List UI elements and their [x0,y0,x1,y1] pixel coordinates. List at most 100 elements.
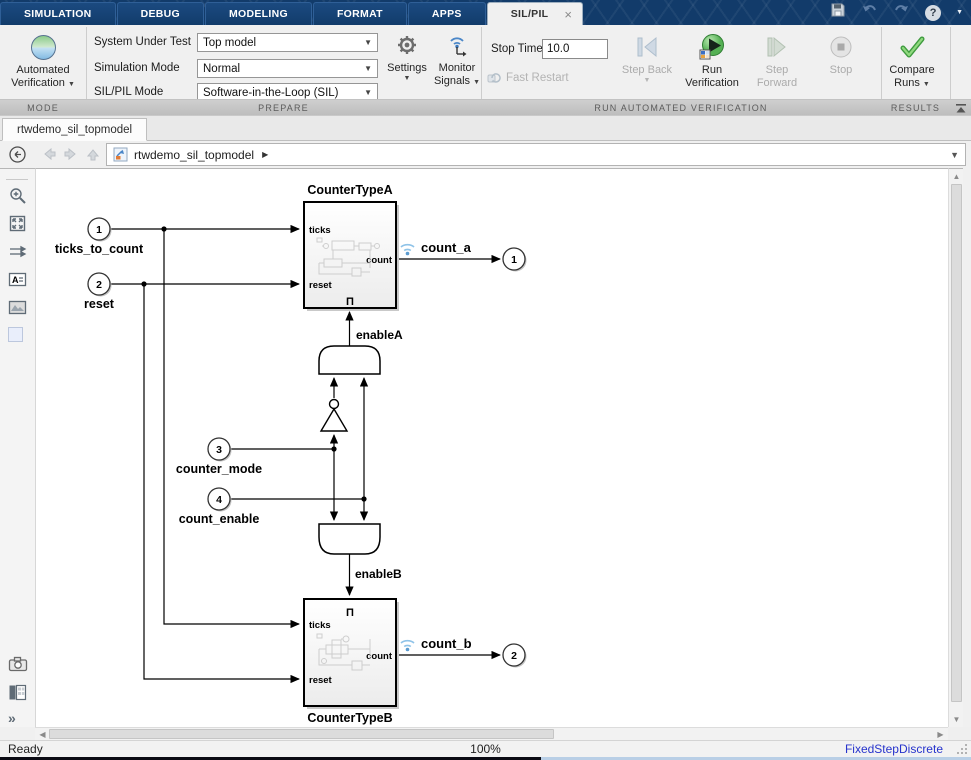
screenshot-camera-icon[interactable] [8,655,28,678]
stop-button[interactable]: Stop [813,33,869,77]
signal-label-count-b[interactable]: count_b [421,636,472,651]
quick-access-menu-caret[interactable]: ▼ [956,9,963,16]
solver-name[interactable]: FixedStepDiscrete [844,742,943,756]
breadcrumb-dropdown-icon[interactable]: ▼ [950,149,959,160]
up-arrow-icon[interactable] [85,146,101,167]
hide-explorer-icon[interactable] [9,146,26,168]
block-b-title: CounterTypeB [307,711,392,725]
settings-button[interactable]: Settings ▼ [385,31,429,83]
forward-arrow-icon[interactable] [63,146,79,167]
horizontal-scrollbar[interactable]: ◀ ▶ [35,727,948,740]
tab-simulation[interactable]: SIMULATION [0,2,116,25]
back-arrow-icon[interactable] [41,146,57,167]
inport-3-label: counter_mode [176,462,262,476]
close-tab-icon[interactable]: × [564,6,573,22]
scroll-left-icon[interactable]: ◀ [39,730,46,739]
caret-down-icon: ▼ [473,78,481,86]
inport-1[interactable]: 1 ticks_to_count [55,217,144,256]
signal-label-enable-b[interactable]: enableB [355,567,402,581]
system-under-test-dropdown[interactable]: Top model ▼ [197,33,378,52]
outport-2-number: 2 [511,650,517,662]
compare-runs-button[interactable]: Compare Runs ▼ [884,33,940,90]
block-a-reset-port: reset [309,280,333,291]
ribbon-section-row: MODE PREPARE RUN AUTOMATED VERIFICATION … [0,99,971,115]
breadcrumb-caret-icon[interactable]: ▶ [262,150,269,159]
sil-pil-mode-dropdown[interactable]: Software-in-the-Loop (SIL) ▼ [197,83,378,102]
signal-logging-dot [405,251,410,256]
inport-4-number: 4 [216,494,222,506]
outport-2[interactable]: 2 [502,643,527,668]
simulation-mode-dropdown[interactable]: Normal ▼ [197,59,378,78]
fast-restart-button[interactable]: Fast Restart [487,71,569,85]
tab-sil-pil-label: SIL/PIL [510,8,549,20]
undo-icon[interactable] [861,3,878,23]
help-icon[interactable]: ? [925,4,942,21]
signal-label-count-a[interactable]: count_a [421,240,472,255]
area-box-icon[interactable] [8,327,23,342]
fast-restart-label: Fast Restart [506,72,569,84]
block-b-content-preview [316,633,371,671]
compare-runs-check-icon [899,33,925,61]
block-counter-type-a[interactable]: CounterTypeA ticks reset count Π [303,183,399,311]
breadcrumb[interactable]: rtwdemo_sil_topmodel ▶ ▼ [106,143,966,166]
fit-to-view-icon[interactable] [8,214,27,238]
document-tab[interactable]: rtwdemo_sil_topmodel [2,118,148,141]
model-canvas[interactable]: 1 ticks_to_count 2 reset 3 counter_mode … [35,168,948,727]
model-browser-icon[interactable] [8,683,27,707]
step-forward-button[interactable]: Step Forward [748,33,806,90]
document-tab-bar: rtwdemo_sil_topmodel [0,116,971,141]
vertical-scrollbar-thumb[interactable] [951,184,962,702]
signal-routing-icon[interactable] [8,242,27,266]
scroll-up-icon[interactable]: ▲ [952,172,961,181]
scroll-right-icon[interactable]: ▶ [937,730,944,739]
tab-format[interactable]: FORMAT [312,2,407,25]
signal-label-enable-a[interactable]: enableA [356,328,403,342]
divider [6,179,28,180]
section-results: RESULTS [890,103,941,113]
horizontal-scrollbar-thumb[interactable] [49,729,554,739]
outport-1[interactable]: 1 [502,247,527,272]
save-icon[interactable] [830,2,846,23]
automated-verification-label: Automated Verification [11,64,70,89]
step-forward-label: Step Forward [756,64,798,89]
compare-runs-label: Compare Runs [889,64,935,89]
step-back-label: Step Back [621,64,673,76]
branch-points [141,226,367,502]
vertical-scrollbar[interactable]: ▲ ▼ [948,168,963,727]
tab-apps[interactable]: APPS [407,2,486,25]
svg-text:A: A [12,275,19,285]
app-tab-bar: SIMULATION DEBUG MODELING FORMAT APPS SI… [0,0,584,25]
zoom-region-icon[interactable] [8,186,27,210]
step-back-button[interactable]: Step Back ▼ [618,33,676,85]
block-counter-type-b[interactable]: CounterTypeB Π ticks reset count [303,598,399,725]
gear-icon [395,31,419,59]
annotation-icon[interactable]: A [8,270,27,294]
inport-3[interactable]: 3 counter_mode [176,437,262,476]
resize-grip[interactable] [956,743,968,755]
tab-debug[interactable]: DEBUG [116,2,204,25]
stop-time-input[interactable] [542,39,608,59]
tab-sil-pil[interactable]: SIL/PIL × [486,2,584,25]
automated-verification-button[interactable]: Automated Verification ▼ [4,33,82,90]
image-icon[interactable] [8,298,27,322]
monitor-signals-button[interactable]: Monitor Signals ▼ [431,31,483,88]
monitor-signals-icon [445,31,469,59]
and-gate-enable-b[interactable] [318,523,381,555]
scroll-down-icon[interactable]: ▼ [952,715,961,724]
inport-3-number: 3 [216,444,222,456]
block-b-ticks-port: ticks [309,620,331,631]
caret-down-icon: ▼ [67,80,75,88]
not-gate[interactable] [319,398,349,432]
redo-icon[interactable] [893,3,910,23]
run-verification-button[interactable]: Run Verification [682,33,742,90]
and-gate-enable-a[interactable] [318,345,381,375]
inport-4[interactable]: 4 count_enable [179,487,260,526]
settings-label: Settings [387,62,427,74]
inport-2[interactable]: 2 reset [84,272,115,311]
tab-modeling[interactable]: MODELING [204,2,312,25]
expand-palette-icon[interactable]: » [8,710,16,726]
scrollbar-corner [948,727,971,740]
collapse-ribbon-button[interactable] [952,101,969,115]
section-mode: MODE [27,103,59,113]
